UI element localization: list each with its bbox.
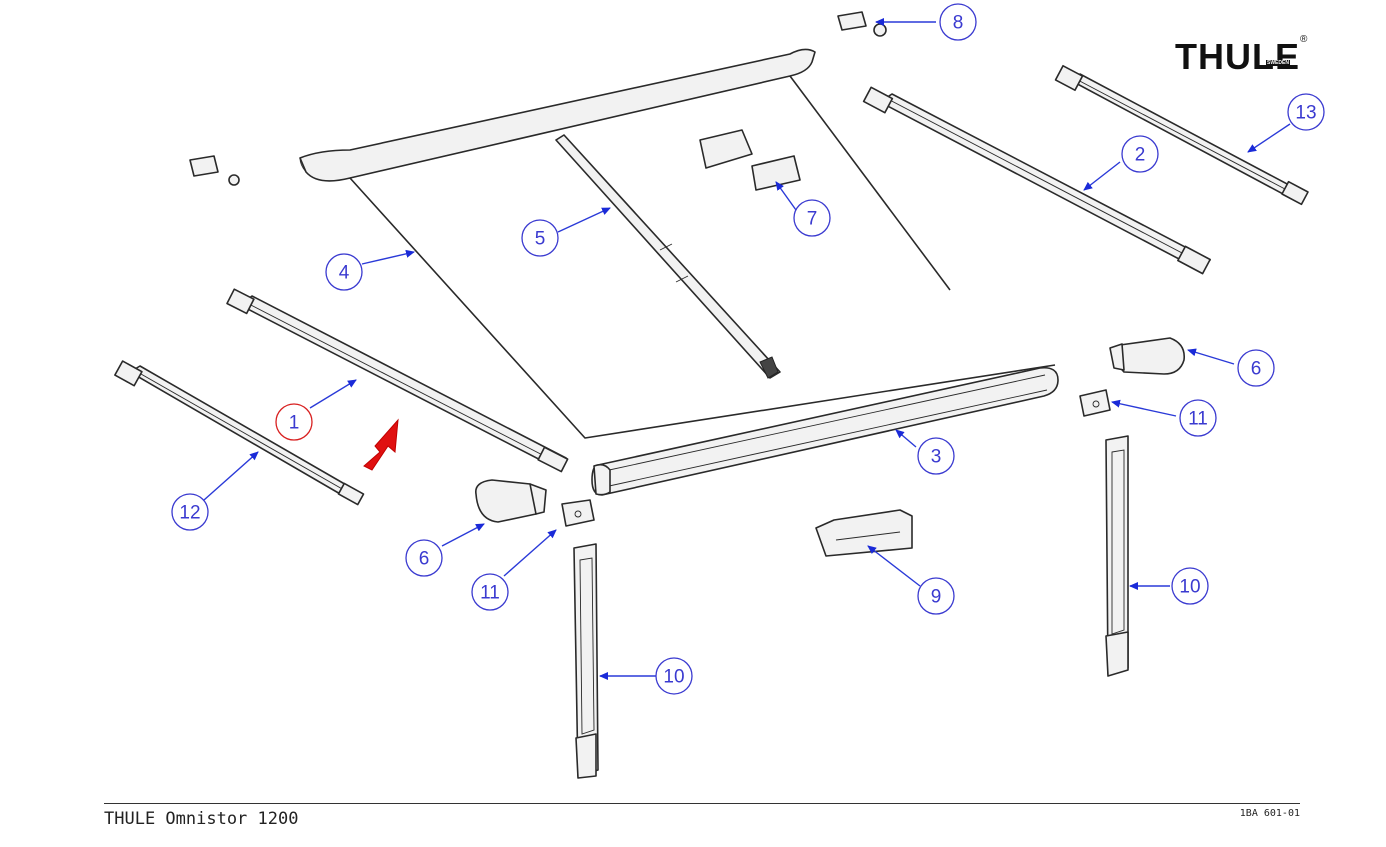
callout-c10b: 10 [1171, 567, 1209, 605]
callout-number: 10 [1179, 577, 1200, 598]
callout-c11b: 11 [1179, 399, 1217, 437]
thule-logo: THULE [1175, 36, 1300, 77]
bracket-right-11 [1079, 389, 1111, 417]
registered-mark: ® [1300, 34, 1308, 45]
callout-number: 10 [663, 667, 684, 688]
callout-number: 6 [1251, 359, 1262, 380]
callout-number: 3 [931, 447, 942, 468]
callout-number: 6 [419, 549, 430, 570]
leg-right-10 [1105, 435, 1129, 677]
callout-circle [939, 3, 977, 41]
product-name: THULE Omnistor 1200 [104, 809, 299, 829]
callout-c10a: 10 [655, 657, 693, 695]
callout-circle [917, 577, 955, 615]
fabric-canopy [299, 48, 1056, 439]
end-cap-left [475, 479, 547, 523]
callout-circle [1287, 93, 1325, 131]
end-cap-right [1109, 337, 1186, 375]
arm-part-12 [114, 360, 365, 506]
callout-number: 11 [480, 583, 500, 604]
callout-number: 7 [807, 209, 818, 230]
callout-c1: 1 [275, 403, 313, 441]
callout-number: 13 [1295, 103, 1316, 124]
footer-rule [104, 803, 1300, 804]
callout-c8: 8 [939, 3, 977, 41]
callout-c12: 12 [171, 493, 209, 531]
callout-c6b: 6 [1237, 349, 1275, 387]
callout-circle [793, 199, 831, 237]
leg-left-10 [573, 543, 599, 779]
front-profile [591, 366, 1059, 496]
callout-circle [521, 219, 559, 257]
callout-c4: 4 [325, 253, 363, 291]
wall-bracket-7 [699, 129, 801, 191]
callout-c2: 2 [1121, 135, 1159, 173]
callout-c13: 13 [1287, 93, 1325, 131]
arm-part-13 [1054, 64, 1309, 206]
callout-circle [1237, 349, 1275, 387]
callout-c5: 5 [521, 219, 559, 257]
arm-part-2 [862, 86, 1211, 275]
callout-number: 12 [179, 503, 200, 524]
end-cap-8 [837, 11, 887, 37]
callout-c6a: 6 [405, 539, 443, 577]
callout-circle [275, 403, 313, 441]
callout-number: 9 [931, 587, 942, 608]
callout-c11a: 11 [471, 573, 509, 611]
support-bracket-9 [815, 509, 913, 557]
callout-c3: 3 [917, 437, 955, 475]
end-cap-small [189, 155, 240, 186]
bracket-left-11 [561, 499, 595, 527]
callout-circle [471, 573, 509, 611]
callout-number: 11 [1188, 409, 1208, 430]
callout-number: 5 [535, 229, 546, 250]
callout-circle [1171, 567, 1209, 605]
callout-circle [917, 437, 955, 475]
document-id: 1BA 601-01 [1239, 808, 1300, 819]
callout-c9: 9 [917, 577, 955, 615]
callout-number: 8 [953, 13, 964, 34]
thule-logo-sub: SWEDEN [1266, 60, 1290, 66]
callout-c7: 7 [793, 199, 831, 237]
leader-lines [203, 18, 1291, 680]
highlight-pointer-arrow [363, 418, 399, 471]
callout-circle [171, 493, 209, 531]
callout-number: 2 [1135, 145, 1146, 166]
callout-circle [1121, 135, 1159, 173]
arm-part-1 [226, 288, 569, 473]
callout-circle [1179, 399, 1217, 437]
callout-number: 4 [339, 263, 350, 284]
tension-rod [555, 134, 781, 379]
callout-number: 1 [289, 413, 300, 434]
callout-circle [325, 253, 363, 291]
callout-circle [655, 657, 693, 695]
callout-circle [405, 539, 443, 577]
